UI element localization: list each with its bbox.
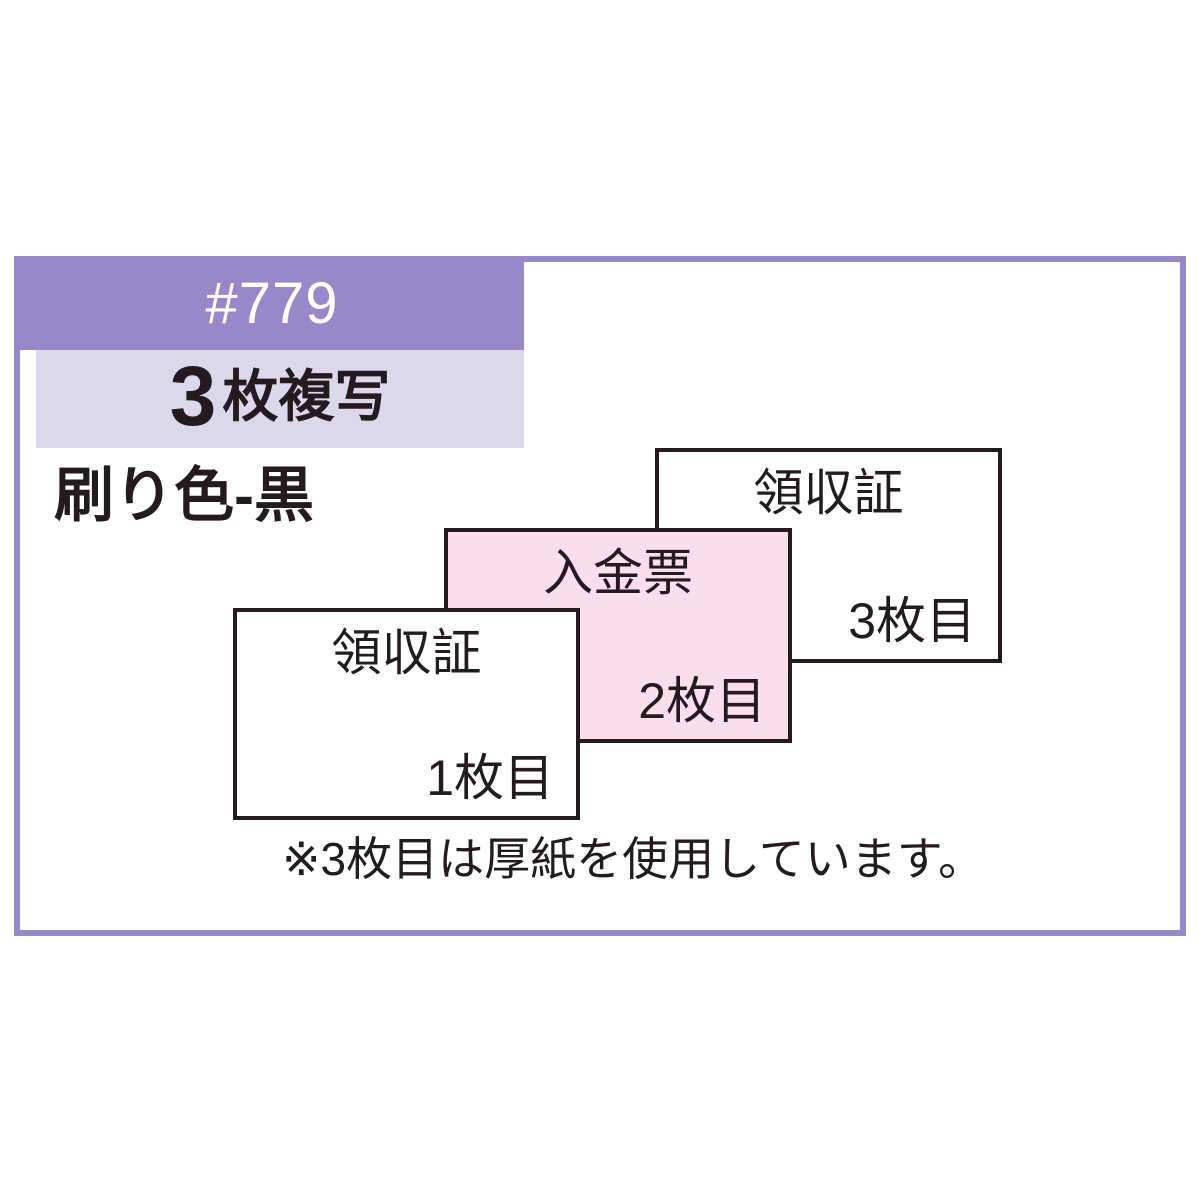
sheet-1-title: 領収証 — [331, 625, 482, 681]
model-number-label: #779 — [205, 271, 339, 336]
sheet-2-title: 入金票 — [543, 545, 693, 601]
carbon-sheet-stack: 領収証 3枚目 入金票 2枚目 領収証 1枚目 — [20, 262, 1180, 930]
copies-unit-label: 枚複写 — [222, 365, 391, 428]
sheet-1: 領収証 1枚目 — [233, 608, 580, 820]
copies-count-label: 3 — [169, 349, 217, 443]
ink-color-label: 刷り色-黒 — [54, 462, 314, 529]
product-spec-card: #779 3 枚複写 刷り色-黒 領収証 3枚目 入金票 2枚目 領収証 1枚目… — [14, 256, 1186, 936]
sheet-1-index: 1枚目 — [426, 750, 554, 806]
sheet-3-title: 領収証 — [753, 465, 904, 521]
sheet-3-index: 3枚目 — [848, 593, 976, 649]
thick-paper-footnote: ※3枚目は厚紙を使用しています。 — [282, 833, 985, 885]
spec-block: #779 3 枚複写 刷り色-黒 — [20, 262, 524, 533]
sheet-2-index: 2枚目 — [638, 673, 766, 729]
copies-band: 3 枚複写 — [36, 350, 524, 448]
model-number-band: #779 — [20, 262, 524, 350]
